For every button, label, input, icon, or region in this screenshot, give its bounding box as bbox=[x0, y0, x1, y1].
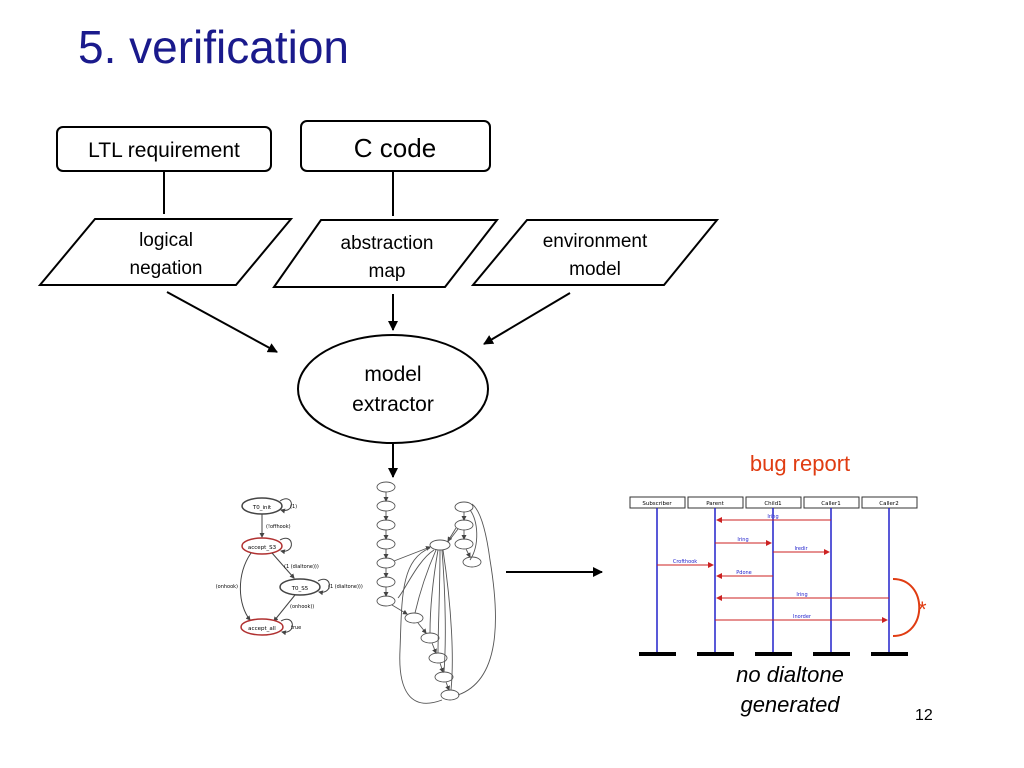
msc-col-child1: Child1 bbox=[764, 501, 781, 507]
abstraction-map-line1: abstraction bbox=[341, 233, 434, 254]
model-extractor-line2: extractor bbox=[352, 393, 434, 416]
state-t0-s5 bbox=[279, 578, 321, 596]
caption-line2: generated bbox=[740, 692, 840, 717]
arrow-env-to-extractor bbox=[483, 292, 571, 345]
bug-report-msc: Subscriber Parent Child1 Caller1 Caller2 bbox=[629, 496, 927, 656]
slide-title: 5. verification bbox=[78, 21, 350, 73]
c-code-box: C code bbox=[300, 120, 491, 172]
msg-iring-1: Iring bbox=[767, 514, 778, 520]
msg-crofthook: Crofthook bbox=[673, 559, 697, 565]
label-self-init: (1) bbox=[290, 504, 297, 510]
environment-model-line2: model bbox=[569, 259, 621, 280]
ltl-requirement-label: LTL requirement bbox=[88, 139, 240, 162]
state-graph bbox=[376, 481, 496, 704]
label-true: true bbox=[291, 625, 301, 631]
ltl-requirement-box: LTL requirement bbox=[56, 126, 272, 172]
model-extractor-line1: model bbox=[364, 363, 421, 386]
msg-pdone: Pdone bbox=[736, 570, 752, 576]
state-t0-s5-label: T0_S5 bbox=[291, 586, 309, 592]
msg-iredir: Iredir bbox=[794, 546, 808, 552]
environment-model-line1: environment bbox=[543, 231, 648, 252]
label-offhook: (!offhook) bbox=[266, 524, 291, 530]
abstraction-map-box: abstraction map bbox=[272, 219, 500, 288]
state-t0-init-label: T0_init bbox=[252, 505, 272, 511]
msg-iring-3: Iring bbox=[796, 592, 807, 598]
abstraction-map-line2: map bbox=[369, 261, 406, 282]
arrow-negation-to-extractor bbox=[166, 291, 278, 353]
loop-bracket bbox=[892, 578, 921, 637]
label-onhook-1: (onhook) bbox=[216, 584, 238, 590]
msc-col-subscriber: Subscriber bbox=[642, 501, 672, 507]
msg-inorder: Inorder bbox=[793, 614, 812, 620]
label-onhook-2: (onhook)) bbox=[290, 604, 314, 610]
logical-negation-line2: negation bbox=[130, 258, 203, 279]
label-dialtone-1: (1 (dialtone))) bbox=[284, 564, 319, 570]
msc-col-caller1: Caller1 bbox=[821, 501, 840, 507]
loop-marker: * bbox=[918, 597, 927, 622]
state-accept-s3-label: accept_S3 bbox=[248, 545, 277, 551]
state-accept-all bbox=[240, 618, 284, 636]
state-accept-all-label: accept_all bbox=[248, 626, 276, 632]
msc-col-parent: Parent bbox=[706, 501, 724, 507]
logical-negation-line1: logical bbox=[139, 230, 193, 251]
model-extractor-ellipse: model extractor bbox=[297, 334, 489, 444]
state-accept-s3 bbox=[241, 537, 283, 555]
page-number: 12 bbox=[915, 707, 933, 724]
bug-report-title: bug report bbox=[749, 451, 851, 476]
c-code-label: C code bbox=[354, 133, 436, 163]
buchi-automaton: T0_init (1) (!offhook) accept_S3 (1 (dia… bbox=[216, 497, 363, 636]
logical-negation-box: logical negation bbox=[37, 218, 294, 286]
msc-col-caller2: Caller2 bbox=[879, 501, 898, 507]
environment-model-box: environment model bbox=[470, 219, 720, 286]
caption-line1: no dialtone bbox=[736, 662, 844, 687]
msg-iring-2: Iring bbox=[737, 537, 748, 543]
bug-report-caption: no dialtone generated bbox=[700, 660, 880, 720]
label-dialtone-2: (1 (dialtone))) bbox=[328, 584, 363, 590]
